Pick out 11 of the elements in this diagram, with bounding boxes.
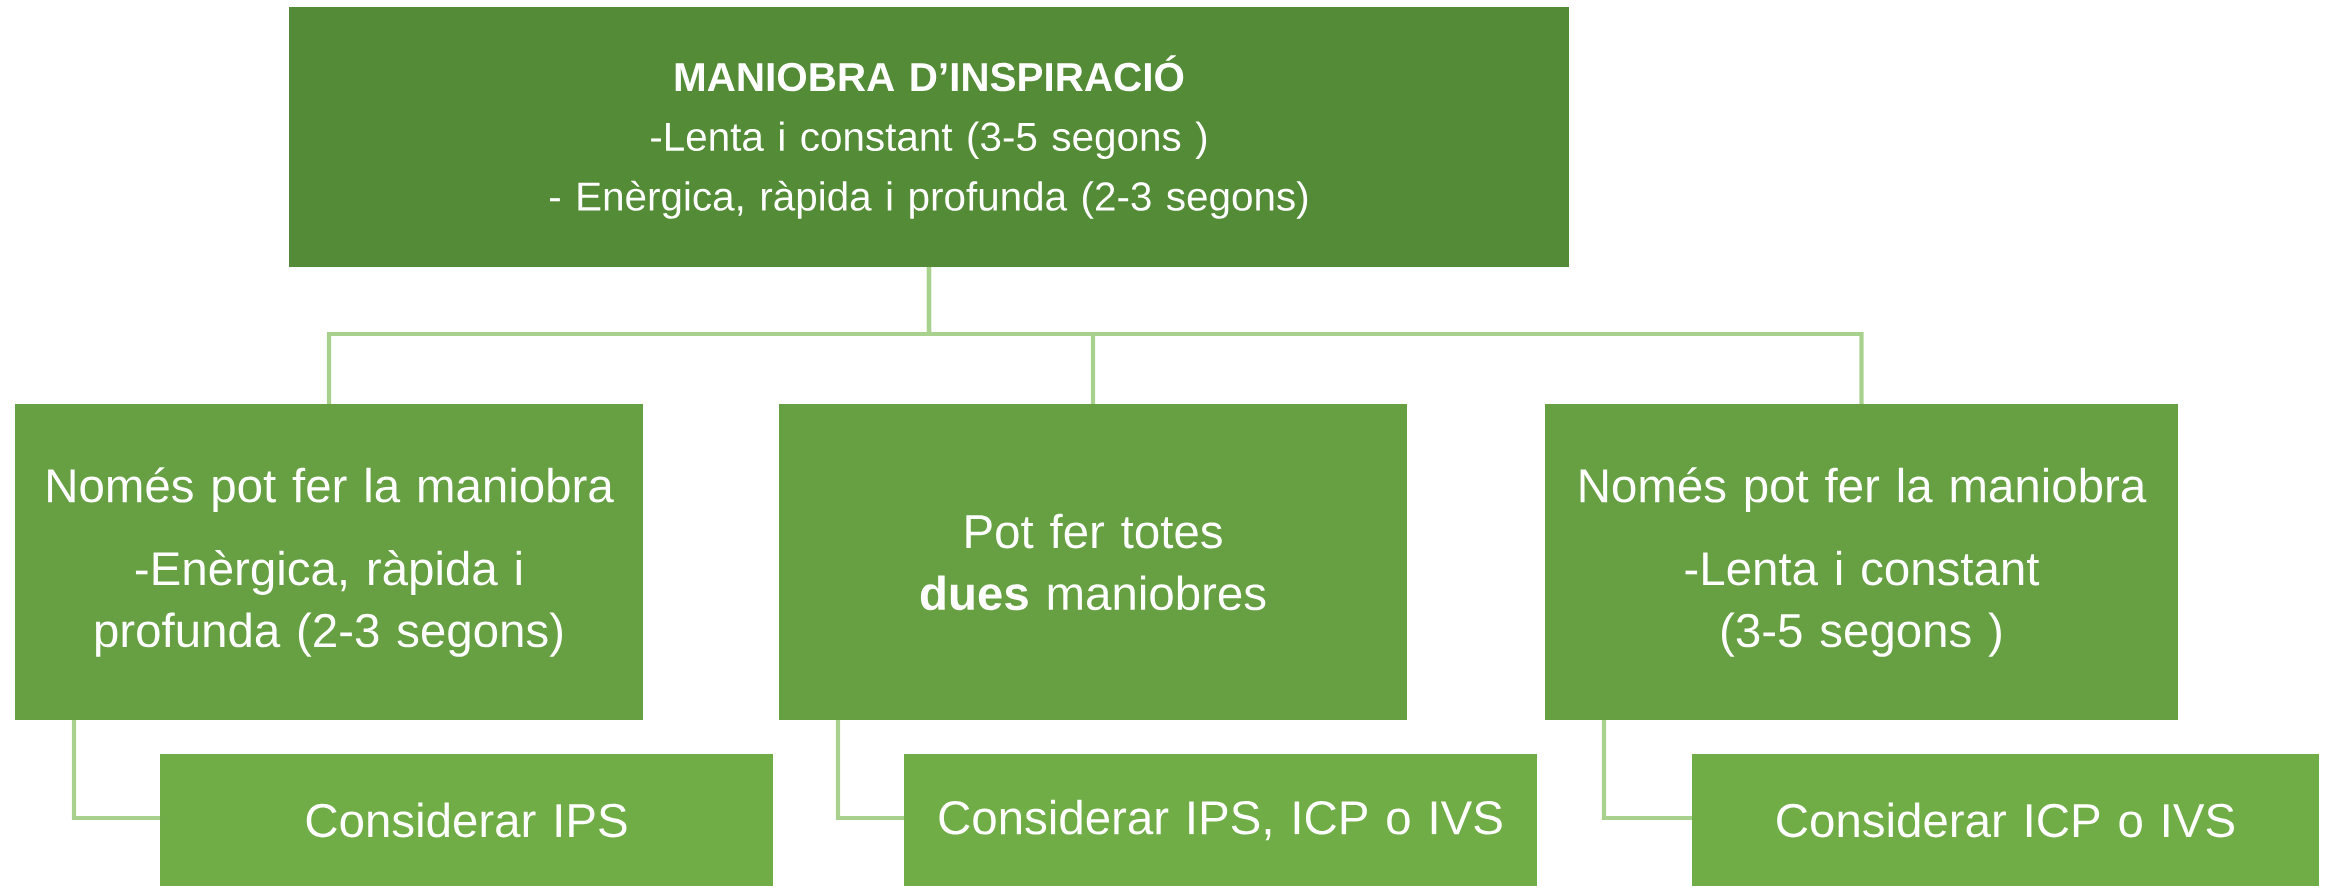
connector-line [926, 267, 1864, 404]
condition-box: Només pot fer la maniobra -Enèrgica, ràpida i profunda (2-3 segons) [15, 404, 643, 720]
connector-line [1601, 720, 1692, 821]
connector-line [71, 720, 160, 821]
heading-box: MANIOBRA D’INSPIRACIÓ -Lenta i constant (3-5 segons ) - Enèrgica, ràpida i profunda (2-3 segons) [289, 7, 1569, 267]
result-box: Considerar IPS [160, 754, 773, 886]
condition-box: Només pot fer la maniobra -Lenta i constant (3-5 segons ) [1545, 404, 2178, 720]
result-box: Considerar ICP o IVS [1692, 754, 2319, 886]
result-box: Considerar IPS, ICP o IVS [904, 754, 1537, 886]
connector-line [835, 720, 904, 821]
condition-box: Pot fer totes dues maniobres [779, 404, 1407, 720]
